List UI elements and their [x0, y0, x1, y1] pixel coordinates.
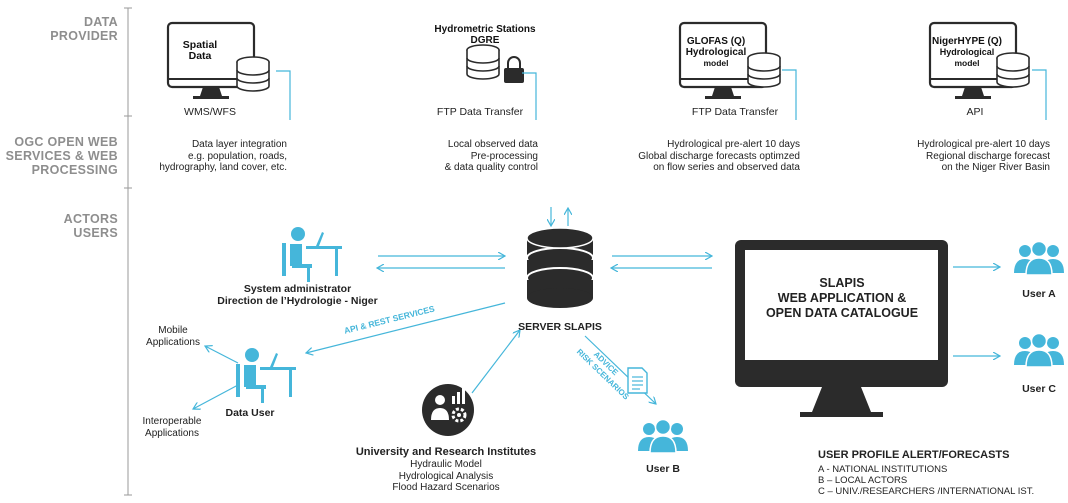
desc-line: e.g. population, roads, [188, 150, 287, 162]
desc-line: & data quality control [444, 162, 538, 173]
monitor-icon [166, 21, 256, 99]
research-icon [422, 384, 474, 436]
provider-description: Data layer integration e.g. population, … [140, 139, 287, 174]
desc-line: Local observed data [447, 139, 538, 150]
desc-line: on the Niger River Basin [941, 162, 1050, 173]
mobile-applications-label: Mobile Applications [140, 325, 206, 348]
label-line: Mobile [158, 325, 188, 336]
section-actors: ACTORS USERS [0, 212, 118, 240]
label-line: model [954, 58, 980, 68]
icon-label: GLOFAS (Q) Hydrological model [683, 36, 749, 69]
legend-title: USER PROFILE ALERT/FORECASTS [818, 449, 1010, 461]
user-b-label: User B [646, 463, 680, 475]
provider-caption: API [966, 106, 984, 118]
database-icon [466, 44, 500, 80]
sysadmin-icon [282, 227, 342, 282]
label-line: Hydrological [939, 47, 995, 57]
provider-caption: FTP Data Transfer [691, 106, 779, 118]
label-line: Hydrological Analysis [398, 470, 494, 482]
label-title: University and Research Institutes [355, 446, 537, 458]
icon-label: Spatial Data [182, 39, 218, 62]
user-a-label: User A [1022, 288, 1056, 300]
provider-title: Hydrometric Stations DGRE [405, 24, 565, 46]
label-line: SLAPIS [819, 276, 865, 290]
label-line: OPEN DATA CATALOGUE [765, 306, 919, 320]
desc-line: Global discharge forecasts optimzed [638, 150, 800, 162]
university-label: University and Research Institutes Hydra… [330, 446, 562, 494]
data-user-label: Data User [225, 407, 275, 419]
user-group-icon [1014, 334, 1064, 368]
lock-icon [504, 56, 524, 83]
desc-line: hydrography, land cover, etc. [159, 162, 287, 173]
section-label-line: ACTORS [63, 212, 118, 226]
section-label-line: SERVICES & WEB [5, 149, 118, 163]
desc-line: on flow series and observed data [653, 162, 800, 173]
interoperable-applications-label: Interoperable Applications [136, 416, 208, 439]
desc-line: Pre-processing [470, 150, 538, 162]
document-icon [627, 367, 648, 394]
server-label: SERVER SLAPIS [518, 321, 602, 333]
provider-caption: FTP Data Transfer [436, 106, 524, 118]
section-label-line: PROCESSING [31, 163, 118, 177]
label-line: WEB APPLICATION & [777, 291, 907, 305]
legend-item: C – UNIV./RESEARCHERS /INTERNATIONAL IST… [818, 486, 1035, 497]
label-line: System administrator [243, 283, 352, 295]
label-line: Hydrological [685, 47, 747, 58]
slapis-monitor-icon [735, 240, 948, 417]
title-line: Hydrometric Stations [434, 24, 536, 35]
database-icon [236, 56, 270, 92]
section-label-line: OGC OPEN WEB [14, 135, 118, 149]
section-data-provider: DATA PROVIDER [0, 15, 118, 43]
user-group-icon [638, 420, 688, 454]
icon-label: NigerHYPE (Q) Hydrological model [931, 36, 1003, 69]
legend-item: A - NATIONAL INSTITUTIONS [818, 464, 948, 475]
provider-description: Hydrological pre-alert 10 days Regional … [880, 139, 1050, 174]
section-label-line: DATA [83, 15, 118, 29]
desc-line: Data layer integration [191, 139, 287, 150]
provider-caption: WMS/WFS [184, 106, 236, 118]
user-c-label: User C [1022, 383, 1056, 395]
label-line: Applications [145, 427, 199, 439]
desc-line: Hydrological pre-alert 10 days [917, 139, 1050, 150]
user-profile-legend: USER PROFILE ALERT/FORECASTS A - NATIONA… [818, 449, 1066, 497]
title-line: DGRE [470, 35, 500, 46]
provider-description: Local observed data Pre-processing & dat… [390, 139, 538, 174]
label-line: Interoperable [142, 416, 202, 427]
provider-description: Hydrological pre-alert 10 days Global di… [600, 139, 800, 174]
label-line: Hydraulic Model [410, 459, 482, 470]
data-user-icon [236, 348, 296, 403]
section-ogc: OGC OPEN WEB SERVICES & WEB PROCESSING [0, 135, 118, 177]
label-line: Applications [146, 336, 200, 348]
label-line: NigerHYPE (Q) [931, 36, 1002, 47]
label-line: GLOFAS (Q) [686, 36, 746, 47]
server-database-icon [526, 227, 594, 308]
label-line: model [703, 58, 729, 68]
user-group-icon [1014, 242, 1064, 276]
database-icon [747, 52, 781, 88]
slapis-screen-text: SLAPIS WEB APPLICATION & OPEN DATA CATAL… [747, 276, 937, 321]
desc-line: Regional discharge forecast [926, 150, 1050, 162]
sysadmin-label: System administrator Direction de l’Hydr… [200, 283, 395, 307]
label-line: Flood Hazard Scenarios [392, 482, 500, 493]
label-line: Direction de l’Hydrologie - Niger [217, 295, 378, 307]
legend-item: B – LOCAL ACTORS [818, 475, 908, 486]
desc-line: Hydrological pre-alert 10 days [667, 139, 800, 150]
section-label-line: USERS [73, 226, 118, 240]
section-label-line: PROVIDER [50, 29, 118, 43]
